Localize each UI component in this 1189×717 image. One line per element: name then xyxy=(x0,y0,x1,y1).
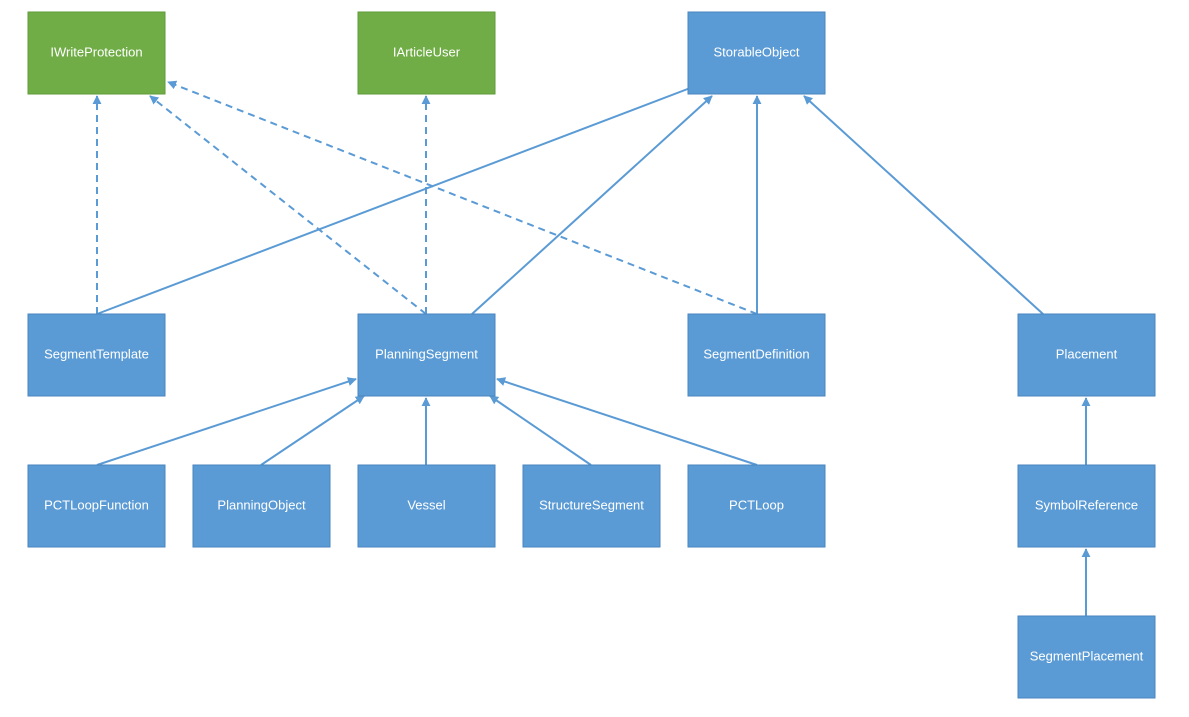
symbolreference-label: SymbolReference xyxy=(1035,497,1138,512)
planningsegment-label: PlanningSegment xyxy=(375,346,478,361)
edge-planningsegment-to-iwriteprotection xyxy=(149,95,427,315)
planningobject-class[interactable]: PlanningObject xyxy=(192,464,331,548)
edge-placement-to-storableobject xyxy=(803,95,1044,315)
edge-segmenttemplate-to-storableobject xyxy=(96,80,707,315)
edge-pctloop-to-planningsegment xyxy=(496,377,758,466)
edge-planningobject-to-planningsegment xyxy=(260,395,365,466)
segmentdefinition-class[interactable]: SegmentDefinition xyxy=(687,313,826,397)
edge-structuresegment-to-planningsegment xyxy=(489,395,592,466)
storableobject-label: StorableObject xyxy=(714,44,800,59)
placement-class[interactable]: Placement xyxy=(1017,313,1156,397)
symbolreference-class[interactable]: SymbolReference xyxy=(1017,464,1156,548)
planningobject-label: PlanningObject xyxy=(217,497,306,512)
pctloop-class[interactable]: PCTLoop xyxy=(687,464,826,548)
structuresegment-label: StructureSegment xyxy=(539,497,644,512)
placement-label: Placement xyxy=(1056,346,1118,361)
iarticleuser-label: IArticleUser xyxy=(393,44,461,59)
vessel-label: Vessel xyxy=(407,497,445,512)
storableobject-class[interactable]: StorableObject xyxy=(687,11,826,95)
segmentplacement-class[interactable]: SegmentPlacement xyxy=(1017,615,1156,699)
segmenttemplate-label: SegmentTemplate xyxy=(44,346,149,361)
edge-pctloopfunction-to-planningsegment xyxy=(96,377,357,466)
planningsegment-class[interactable]: PlanningSegment xyxy=(357,313,496,397)
structuresegment-class[interactable]: StructureSegment xyxy=(522,464,661,548)
iarticleuser-interface[interactable]: IArticleUser xyxy=(357,11,496,95)
iwriteprotection-interface[interactable]: IWriteProtection xyxy=(27,11,166,95)
pctloopfunction-label: PCTLoopFunction xyxy=(44,497,149,512)
iwriteprotection-label: IWriteProtection xyxy=(50,44,142,59)
vessel-class[interactable]: Vessel xyxy=(357,464,496,548)
edge-planningsegment-to-storableobject xyxy=(471,95,713,315)
segmentplacement-label: SegmentPlacement xyxy=(1030,648,1144,663)
pctloopfunction-class[interactable]: PCTLoopFunction xyxy=(27,464,166,548)
edges-layer xyxy=(92,80,1091,616)
edge-segmentdefinition-to-iwriteprotection xyxy=(167,80,758,315)
pctloop-label: PCTLoop xyxy=(729,497,784,512)
segmenttemplate-class[interactable]: SegmentTemplate xyxy=(27,313,166,397)
nodes-layer: IWriteProtection IArticleUser StorableOb… xyxy=(27,11,1156,699)
segmentdefinition-label: SegmentDefinition xyxy=(703,346,809,361)
